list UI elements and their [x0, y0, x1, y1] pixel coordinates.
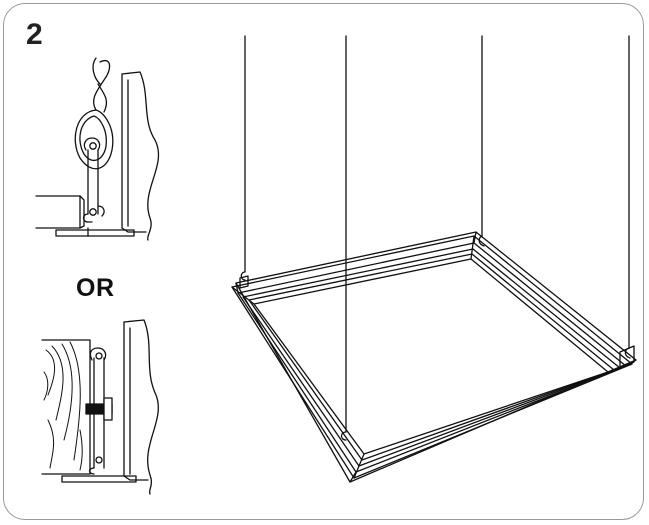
or-separator-label: OR: [76, 274, 115, 302]
step-number: 2: [26, 18, 43, 51]
wire-loop-detail: [35, 57, 160, 241]
instruction-panel: [3, 3, 644, 520]
screw-mount-detail: [41, 319, 159, 495]
suspended-frame: [231, 35, 637, 483]
